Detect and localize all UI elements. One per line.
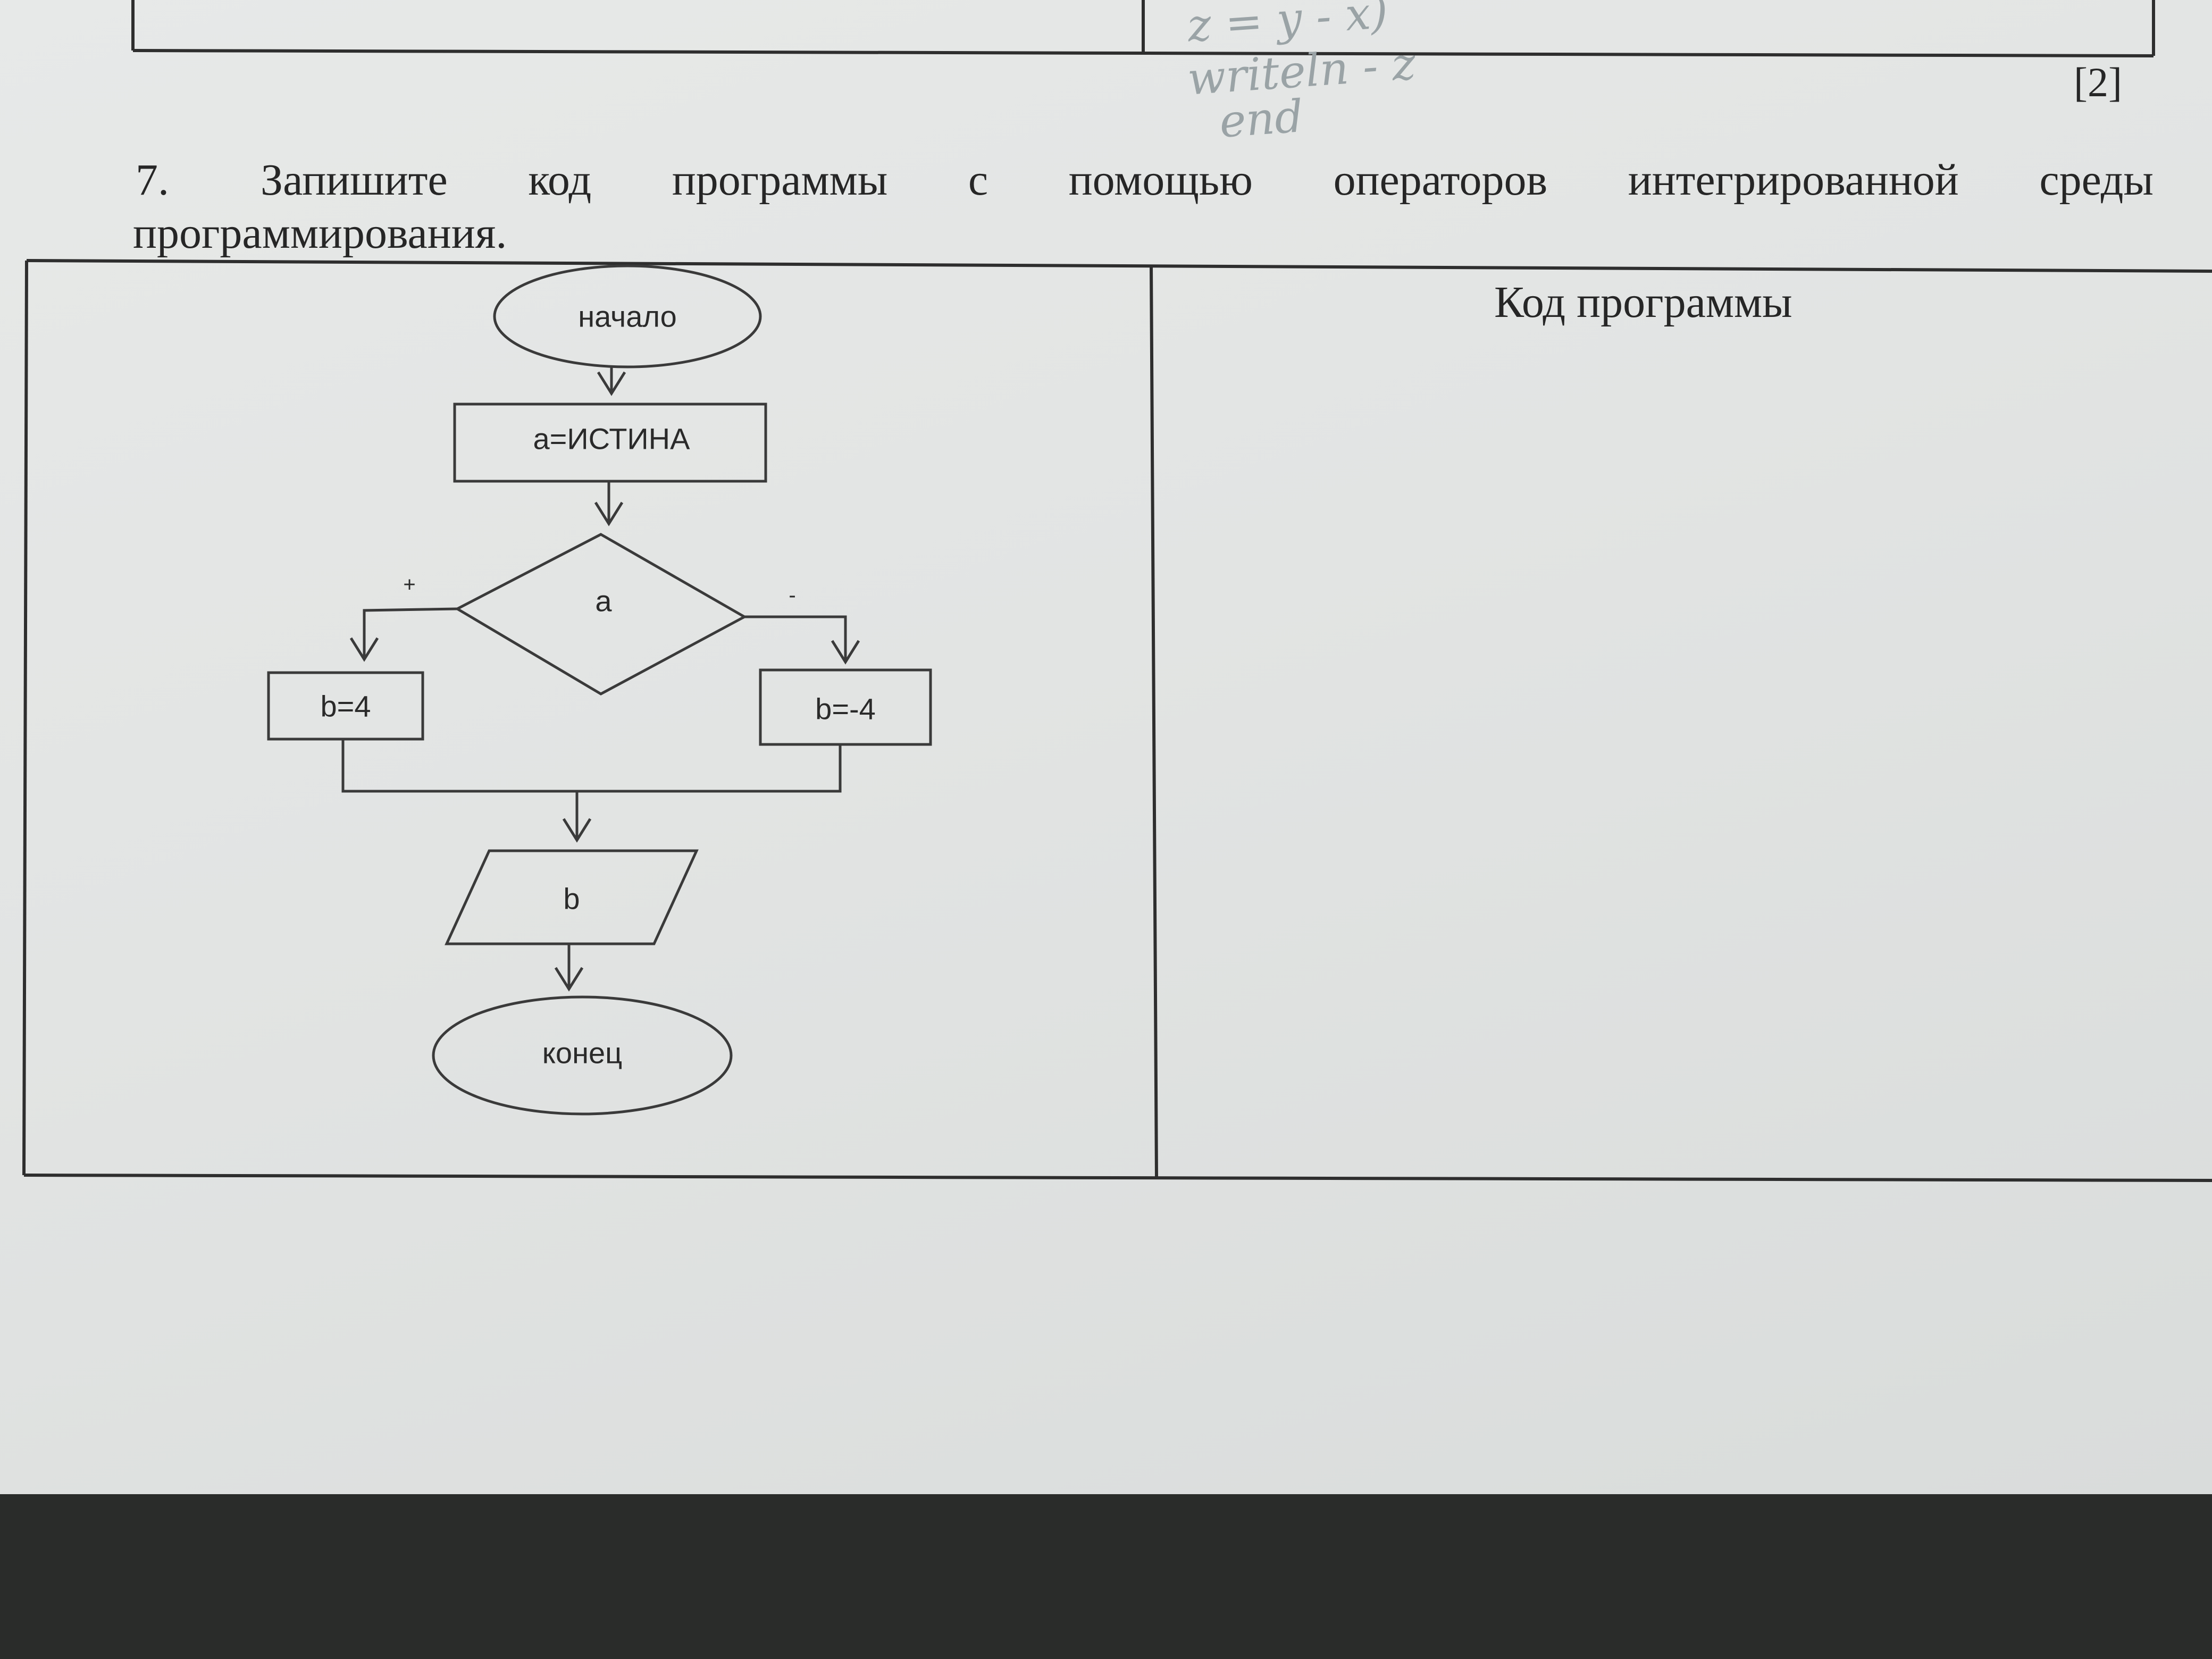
code-column-header: Код программы [1494,278,1792,327]
assign-label: a=ИСТИНА [533,422,690,456]
false-action-label: b=-4 [815,692,876,726]
prev-table-bottom-border [132,49,2154,57]
false-branch-mark: - [789,583,796,607]
true-branch-mark: + [403,573,416,597]
worksheet-paper [0,0,2212,1494]
true-branch-process-box [267,671,424,741]
question-text-line-1: Запишите код программы с помощью операто… [261,155,2154,205]
flowchart-connectors [341,367,860,992]
question-number: 7. [136,155,169,205]
end-terminator [432,995,733,1116]
score-label: [2] [2074,59,2122,105]
end-label: конец [542,1036,623,1070]
table-column-divider [1150,265,1158,1178]
output-label: b [563,882,580,916]
table-top-border [26,259,2212,273]
output-parallelogram [445,849,699,945]
start-terminator [493,264,762,368]
table-bottom-border [23,1174,2212,1182]
condition-decision [454,533,748,696]
true-action-label: b=4 [320,689,371,723]
false-branch-process-box [759,668,932,746]
background-fabric [0,1494,2212,1659]
condition-label: a [595,584,612,618]
table-left-border [22,260,28,1176]
handwritten-note-3: end [1218,90,1305,148]
question-text-line-2: программирования. [133,208,507,258]
start-label: начало [578,299,677,333]
